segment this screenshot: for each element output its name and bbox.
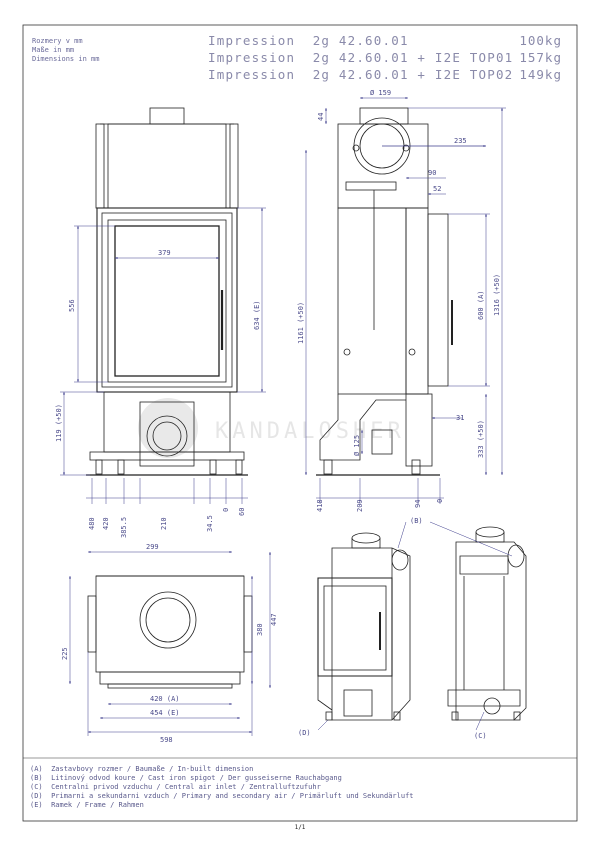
dim-1316: 1316 (+50)	[493, 274, 501, 316]
side-view	[316, 107, 453, 476]
dim-598: 598	[160, 736, 173, 744]
side-dimension-labels: Ø 159 44 235 90 52 1161 (+50) 1316 (+50)…	[297, 89, 501, 512]
side-dimensions	[305, 97, 506, 504]
dim-556: 556	[68, 299, 76, 312]
top-frame	[99, 671, 241, 685]
dim-glass-width: 379	[158, 249, 171, 257]
dim-480: 480	[88, 517, 96, 530]
dim-380: 380	[256, 623, 264, 636]
legend-e: (E) Ramek / Frame / Rahmen	[30, 801, 144, 809]
front-body-top	[107, 123, 227, 209]
legend-b: (B) Litinový odvod koure / Cast iron spi…	[30, 774, 342, 782]
dim-385: 385.5	[120, 517, 128, 538]
side-air-inlet	[371, 429, 393, 455]
dim-420a: 420 (A)	[150, 695, 180, 703]
legend-a: (A) Zastavbovy rozmer / Baumaße / In-bui…	[30, 765, 254, 773]
iso-front-labels: (B) (D)	[298, 517, 423, 737]
model-title-2: Impression 2g 42.60.01 + I2E TOP01	[208, 50, 514, 65]
watermark: KANDALOSHER	[138, 398, 405, 458]
dim-600: 600 (A)	[477, 290, 485, 320]
side-flue-pipe	[359, 107, 409, 125]
label-c: (C)	[474, 732, 487, 740]
front-frame	[96, 207, 238, 393]
dim-60: 60	[238, 508, 246, 516]
front-view	[86, 107, 248, 476]
top-dimensions	[69, 551, 271, 736]
dim-90: 90	[428, 169, 436, 177]
iso-front-view	[317, 532, 411, 721]
dim-d159: Ø 159	[370, 89, 391, 97]
dim-0: 0	[222, 508, 230, 512]
front-glass	[114, 225, 220, 377]
top-body	[95, 575, 245, 673]
side-body-mid	[337, 207, 407, 395]
legend-d: (D) Primarni a sekundarni vzduch / Prima…	[30, 792, 414, 800]
front-dimensions	[60, 207, 266, 504]
dim-209: 209	[356, 499, 364, 512]
dim-235: 235	[454, 137, 467, 145]
model-weight-1: 100kg	[519, 33, 562, 48]
front-frame-inner	[101, 212, 233, 388]
dim-1161: 1161 (+50)	[297, 302, 305, 344]
front-dimension-labels: 379 556 634 (E) 119 (+50) 480 420 385.5 …	[55, 249, 261, 538]
iso-back-labels: (C)	[429, 521, 513, 740]
label-d: (D)	[298, 729, 311, 737]
sheet-frame	[22, 24, 578, 822]
dim-119: 119 (+50)	[55, 404, 63, 442]
watermark-text: KANDALOSHER	[215, 419, 405, 444]
units-cz: Rozmery v mm	[32, 37, 83, 45]
model-title-1: Impression 2g 42.60.01	[208, 33, 409, 48]
legend-c: (C) Centralni privod vzduchu / Central a…	[30, 783, 321, 791]
dim-31: 31	[456, 414, 464, 422]
dim-94: 94	[414, 500, 422, 508]
model-weight-3: 149kg	[519, 67, 562, 82]
units-en: Dimensions in mm	[32, 55, 100, 63]
dim-634: 634 (E)	[253, 300, 261, 330]
front-air-inlet	[139, 401, 195, 467]
dim-side-0: 0	[436, 499, 444, 503]
dim-d125: Ø 125	[353, 435, 361, 456]
dim-210: 210	[160, 517, 168, 530]
dim-420: 420	[102, 517, 110, 530]
dim-299: 299	[146, 543, 159, 551]
units-de: Maße in mm	[32, 46, 75, 54]
top-dimension-labels: 299 225 380 447 420 (A) 454 (E) 598	[61, 543, 278, 744]
dim-418: 418	[316, 499, 324, 512]
top-view	[87, 575, 253, 689]
dim-44: 44	[317, 113, 325, 121]
dim-333: 333 (+50)	[477, 420, 485, 458]
side-frame	[427, 213, 449, 387]
page-number: 1/1	[294, 824, 306, 831]
front-door	[107, 219, 227, 383]
dim-52: 52	[433, 185, 441, 193]
dim-225: 225	[61, 647, 69, 660]
dim-454e: 454 (E)	[150, 709, 180, 717]
top-flue-circle	[139, 591, 197, 649]
model-title-3: Impression 2g 42.60.01 + I2E TOP02	[208, 67, 514, 82]
side-body-top	[337, 123, 429, 209]
model-weight-2: 157kg	[519, 50, 562, 65]
dim-447: 447	[270, 613, 278, 626]
iso-back-view	[447, 526, 527, 721]
dim-34: 34.5	[206, 515, 214, 532]
label-b-front: (B)	[410, 517, 423, 525]
front-flue-pipe	[149, 107, 185, 125]
